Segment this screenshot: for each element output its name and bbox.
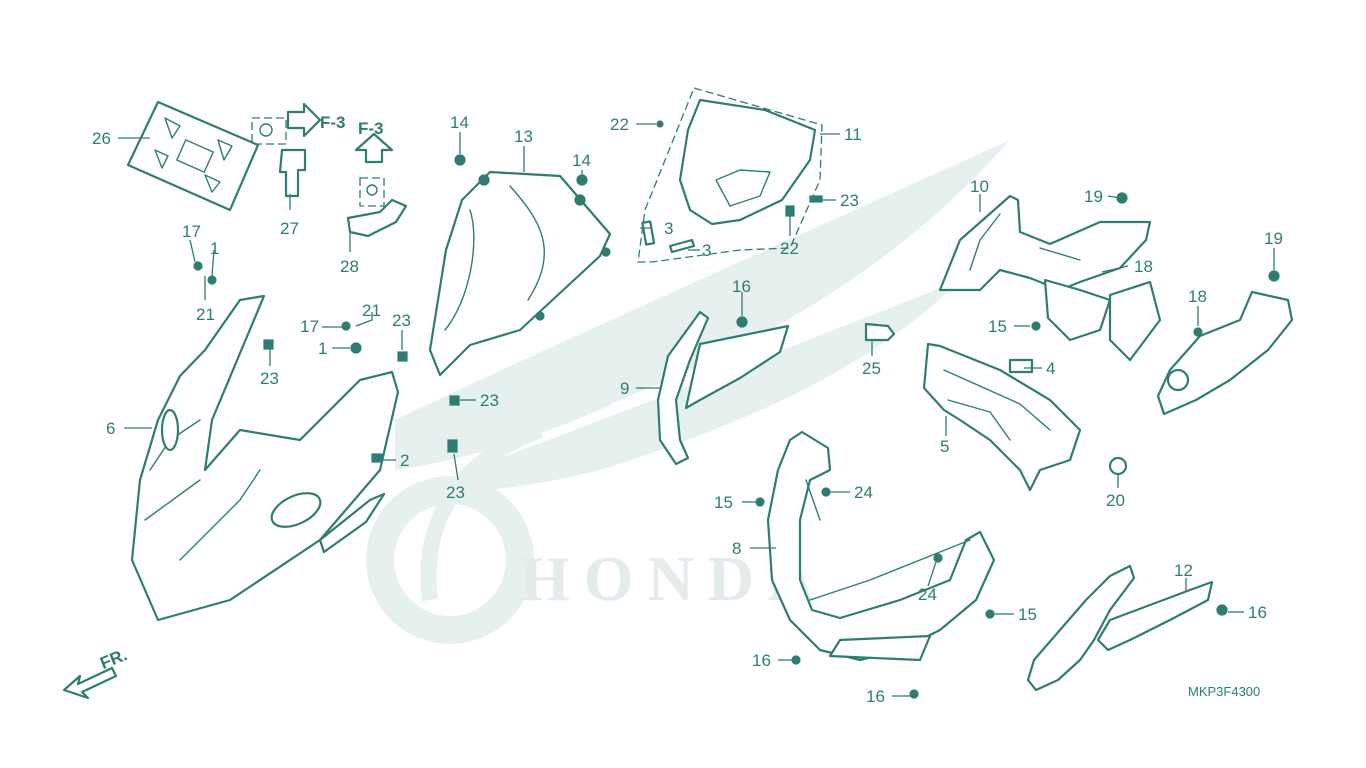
callout-23-d: 23: [446, 483, 465, 502]
callout-1-b: 1: [318, 339, 327, 358]
callout-9: 9: [620, 379, 629, 398]
callout-20: 20: [1106, 491, 1125, 510]
callout-15-c: 15: [1018, 605, 1037, 624]
front-arrow-icon: FR.: [62, 645, 130, 700]
callout-11: 11: [844, 125, 862, 144]
callout-16-d: 16: [866, 687, 885, 706]
part-5-stay-bracket[interactable]: [864, 322, 1128, 492]
callout-2: 2: [400, 451, 409, 470]
part-11-inner-panel[interactable]: [641, 98, 817, 254]
part-26-bracket-plate[interactable]: [126, 100, 260, 212]
callout-12: 12: [1174, 561, 1193, 580]
callout-4: 4: [1046, 359, 1055, 378]
callout-15-b: 15: [714, 493, 733, 512]
callout-18-b: 18: [1188, 287, 1207, 306]
callout-22-b: 22: [780, 239, 799, 258]
callout-1: 1: [210, 239, 219, 258]
ref-label-f3: F-3: [320, 113, 346, 132]
callout-14: 14: [450, 113, 469, 132]
callout-24: 24: [854, 483, 873, 502]
callout-21: 21: [196, 305, 215, 324]
callout-15: 15: [988, 317, 1007, 336]
part-10-upper-cowl[interactable]: [938, 194, 1162, 362]
callout-27: 27: [280, 219, 299, 238]
part-28-bracket[interactable]: [346, 177, 408, 238]
callout-17-b: 17: [300, 317, 319, 336]
callout-21-b: 21: [362, 301, 381, 320]
part-27-bracket[interactable]: [251, 117, 307, 198]
diagram-code: MKP3F4300: [1188, 684, 1260, 699]
callout-10: 10: [970, 177, 989, 196]
part-12-side-cover[interactable]: [1026, 564, 1214, 692]
part-18-right-cover[interactable]: [1156, 290, 1294, 416]
callout-26: 26: [92, 129, 111, 148]
callout-8: 8: [732, 539, 741, 558]
watermark-text: HONDA: [520, 543, 828, 614]
part-8-lower-cowl[interactable]: [766, 430, 996, 662]
part-6-front-cowl[interactable]: [130, 294, 400, 622]
callout-28: 28: [340, 257, 359, 276]
callout-labels: 26 27 28 17 1 21 6 17 21 1 23 23 23 23 2…: [92, 113, 1283, 706]
callout-23-a: 23: [392, 311, 411, 330]
callout-3: 3: [664, 219, 673, 238]
callout-19: 19: [1084, 187, 1103, 206]
callout-23-e: 23: [840, 191, 859, 210]
callout-16-b: 16: [1248, 603, 1267, 622]
callout-23-b: 23: [260, 369, 279, 388]
part-13-windscreen[interactable]: [428, 170, 612, 377]
callout-17: 17: [182, 222, 201, 241]
callout-24-b: 24: [918, 585, 937, 604]
callout-13: 13: [514, 127, 533, 146]
callout-14-b: 14: [572, 151, 591, 170]
callout-3-b: 3: [702, 241, 711, 260]
callout-5: 5: [940, 437, 949, 456]
callout-25: 25: [862, 359, 881, 378]
callout-18: 18: [1134, 257, 1153, 276]
callout-19-b: 19: [1264, 229, 1283, 248]
leader-lines: [118, 123, 1275, 697]
arrow-f3-right: F-3: [286, 102, 346, 138]
arrow-f3-up: F-3: [354, 119, 394, 164]
fasteners: [193, 120, 1280, 699]
callout-16: 16: [732, 277, 751, 296]
front-indicator-label: FR.: [97, 645, 130, 673]
callout-16-c: 16: [752, 651, 771, 670]
ref-label-f3-2: F-3: [358, 119, 384, 138]
callout-23-c: 23: [480, 391, 499, 410]
callout-22: 22: [610, 115, 629, 134]
part-9-side-panel[interactable]: [656, 310, 790, 466]
callout-6: 6: [106, 419, 115, 438]
